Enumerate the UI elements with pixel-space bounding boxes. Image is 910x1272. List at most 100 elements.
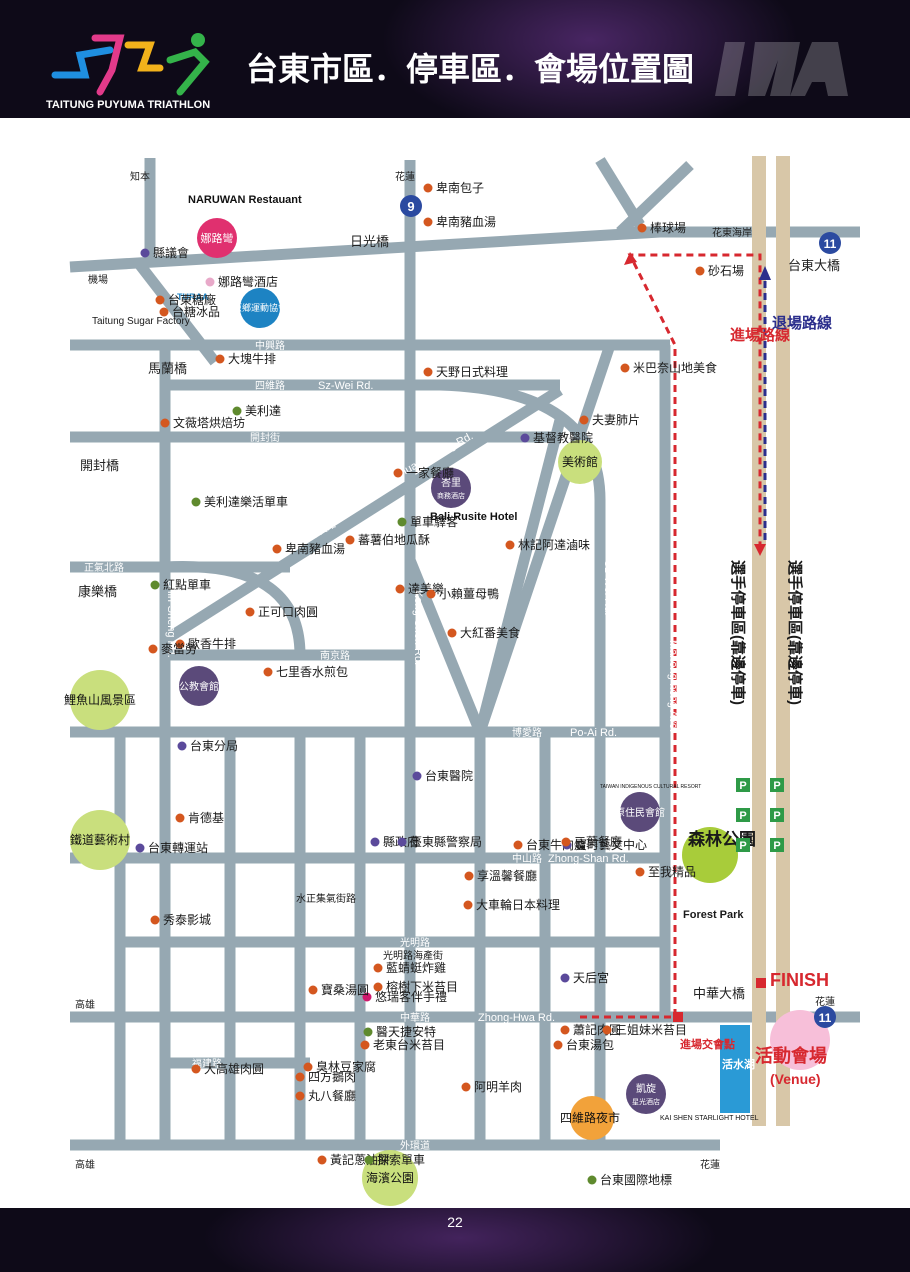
- svg-text:P: P: [739, 840, 746, 852]
- ironman-watermark-icon: [715, 42, 848, 96]
- gongshu-text: 公教會館: [179, 680, 219, 693]
- street-zhengqi-north: 正氣北路: [84, 561, 124, 574]
- place-pin-icon: [560, 973, 570, 983]
- kaixuan-sub: 星光酒店: [632, 1097, 660, 1106]
- place-marker: 正可口肉圓: [245, 605, 318, 619]
- place-marker: 蕃薯伯地瓜酥: [345, 532, 430, 547]
- place-label: 臭林豆家腐: [316, 1059, 376, 1074]
- bridge-malan: 馬蘭橋: [148, 361, 187, 376]
- place-pin-icon: [520, 433, 530, 443]
- place-label: 台東轉運站: [148, 840, 208, 855]
- place-label: 光明路海產街: [383, 949, 443, 962]
- place-label: 丸八餐廳: [308, 1088, 356, 1103]
- park-labels: 美術館 鯉魚山風景區 鐵道藝術村 四維路夜市 海濱公園: [64, 454, 620, 1185]
- footer-bar: 22: [0, 1208, 910, 1272]
- dir-zhiben: 知本: [130, 170, 150, 183]
- parking-icon: P: [770, 808, 784, 822]
- place-marker: 台東牛肉爐: [513, 837, 586, 852]
- header-bar: TAITUNG PUYUMA TRIATHLON 台東市區．停車區．會場位置圖: [0, 0, 910, 118]
- place-pin-icon: [463, 900, 473, 910]
- place-pin-icon: [135, 843, 145, 853]
- entry-arrow-down-icon: [754, 544, 766, 556]
- city-map: 鐵花路 志航路 中興路 四維路 Sz-Wei Rd. 開封街 正氣北路 南京路 …: [0, 118, 910, 1208]
- street-siwei: 四維路: [255, 379, 285, 392]
- place-marker: 基督教醫院: [520, 430, 593, 445]
- railway-art-park: [70, 810, 130, 870]
- yuanzhumin-text: 原住民會館: [615, 806, 665, 819]
- place-pin-icon: [191, 1064, 201, 1074]
- svg-text:9: 9: [407, 199, 414, 214]
- place-pin-icon: [175, 813, 185, 823]
- place-pin-icon: [272, 544, 282, 554]
- place-label: 台東分局: [190, 738, 238, 753]
- street-zhonghua-en: Zhong-Hwa Rd.: [478, 1012, 555, 1024]
- place-marker: 美利達: [232, 404, 281, 418]
- place-label: 台東糖廠: [168, 292, 216, 307]
- levee-road: [752, 156, 766, 1126]
- place-marker: 砂石場: [695, 264, 744, 278]
- place-marker: 一家餐廳: [393, 465, 454, 480]
- place-pin-icon: [205, 277, 215, 287]
- place-marker: 卑南包子: [423, 180, 484, 195]
- entry-route-label: 進場路線: [730, 326, 790, 344]
- finish-marker: [756, 978, 766, 988]
- bridge-riguang: 日光橋: [350, 234, 389, 249]
- place-marker: 台糖冰品: [159, 304, 220, 319]
- coast-road: [776, 156, 790, 1126]
- places-layer: 卑南包子卑南豬血湯棒球場砂石場縣議會台東糖廠Taitung Sugar Fact…: [92, 180, 744, 1187]
- svg-text:P: P: [773, 840, 780, 852]
- place-label: 肯德基: [188, 810, 224, 825]
- street-boai-en: Po-Ai Rd.: [570, 727, 617, 739]
- place-pin-icon: [461, 1082, 471, 1092]
- page-title: 台東市區．停車區．會場位置圖: [246, 51, 694, 87]
- place-pin-icon: [245, 607, 255, 617]
- liyu-label: 鯉魚山風景區: [64, 693, 136, 707]
- place-pin-icon: [317, 1155, 327, 1165]
- street-zhongshan: 中山路: [512, 852, 542, 865]
- place-label: 台東牛肉爐: [526, 837, 586, 852]
- place-label: 阿明羊肉: [474, 1079, 522, 1094]
- place-label: 藍蜻蜓炸雞: [386, 961, 446, 975]
- place-label: 水正集氣街路: [296, 892, 356, 905]
- venue-circle: [770, 1010, 830, 1070]
- place-marker: 台東國際地標: [587, 1172, 672, 1187]
- place-pin-icon: [140, 248, 150, 258]
- hotel-bubbles: NARUWAN Restauant 娜路彎 原鄉運動協會 TURAA 峇里 商務…: [177, 194, 759, 1122]
- place-label: 天后宮: [573, 970, 609, 985]
- place-marker: 台東轉運站: [135, 840, 208, 855]
- turaa-bubble: [240, 288, 280, 328]
- route-labels: 進場路線 退場路線 進場交會點 FINISH 活動會場 (Venue) 活水湖 …: [680, 314, 832, 1087]
- bridge-kangle: 康樂橋: [78, 584, 117, 599]
- street-siwei-en: Sz-Wei Rd.: [318, 380, 373, 392]
- place-label: 榕樹下米苔目: [386, 979, 458, 994]
- place-pin-icon: [263, 667, 273, 677]
- street-kengshen-en: Keng-Shen Rd.: [412, 590, 424, 665]
- place-marker: 台東湯包: [553, 1037, 614, 1052]
- place-label: 醫天捷安特: [376, 1024, 436, 1039]
- place-pin-icon: [363, 1027, 373, 1037]
- bali-en: Bali Rusite Hotel: [430, 511, 517, 523]
- svg-text:11: 11: [819, 1011, 832, 1025]
- place-label: 卑南豬血湯: [285, 541, 345, 556]
- street-tiehua: 鐵花路: [256, 261, 286, 274]
- place-pin-icon: [447, 628, 457, 638]
- place-marker: 肯德基: [175, 810, 224, 825]
- header-svg: TAITUNG PUYUMA TRIATHLON 台東市區．停車區．會場位置圖: [46, 33, 848, 111]
- place-pin-icon: [159, 307, 169, 317]
- place-marker: 紅點單車: [150, 578, 211, 592]
- naruwan-bubble: [197, 218, 237, 258]
- route-9-icon: 9: [400, 195, 422, 217]
- parking-label-b: 選手停車區(靠邊停車): [786, 560, 804, 705]
- place-label: 大塊牛排: [228, 351, 276, 366]
- place-label: 林記阿達滷味: [518, 537, 590, 552]
- place-marker: 悠瑞客伴手禮: [362, 989, 447, 1004]
- place-label: 棒球場: [650, 221, 686, 235]
- forest-park: [682, 827, 738, 883]
- place-label: 探索單車: [377, 1153, 425, 1167]
- place-marker: 水正集氣街路: [296, 892, 356, 905]
- street-zhiguang: 志航路: [500, 252, 530, 265]
- place-pin-icon: [303, 1062, 313, 1072]
- place-marker: 藍蜻蜓炸雞: [373, 961, 446, 975]
- dir-hualian-bottom: 花蓮: [700, 1158, 720, 1171]
- place-marker: 天野日式料理: [423, 365, 508, 379]
